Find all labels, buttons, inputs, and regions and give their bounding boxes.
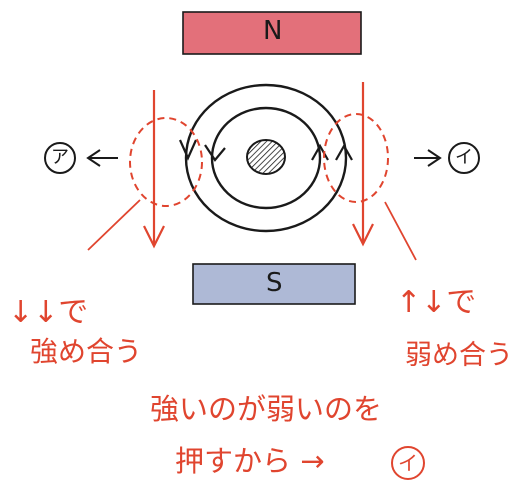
north-magnet xyxy=(182,11,362,55)
wire-cross-section xyxy=(178,83,353,233)
south-pole-label: S xyxy=(266,268,283,298)
left-force-arrow-head xyxy=(86,149,101,167)
south-magnet-body xyxy=(192,263,356,305)
annotation-leaders xyxy=(87,199,417,261)
force-arrows xyxy=(86,149,442,167)
choice-a-label: ア xyxy=(51,147,69,168)
answer-label: イ xyxy=(398,451,418,475)
inner-field-ring xyxy=(210,106,322,210)
current-wire xyxy=(246,139,286,175)
conclusion-line-1: 強いのが弱いのを xyxy=(150,392,383,426)
right-highlight-region xyxy=(323,113,389,203)
left-inner-arrow-mark xyxy=(204,144,226,162)
right-field-direction-note: ↑↓で xyxy=(396,285,477,320)
left-highlight-region xyxy=(129,117,203,207)
magnet-field-lines xyxy=(143,82,374,249)
right-weaken-note: 弱め合う xyxy=(405,340,513,371)
choice-i-label: イ xyxy=(455,147,473,168)
left-field-arrowhead xyxy=(143,225,165,249)
choice-i-circle xyxy=(448,142,480,174)
left-ring-arrow-mark xyxy=(178,139,198,161)
left-leader-line xyxy=(87,199,141,251)
choice-a-circle xyxy=(44,142,76,174)
right-inner-arrow-mark xyxy=(311,143,329,161)
south-magnet xyxy=(192,263,356,305)
left-field-direction-note: ↓↓で xyxy=(8,295,89,330)
left-strengthen-note: 強め合う xyxy=(30,335,143,368)
north-pole-label: N xyxy=(263,16,283,46)
right-force-arrow-head xyxy=(427,149,442,167)
conclusion-line-2: 押すから → xyxy=(175,444,325,478)
right-field-arrowhead xyxy=(352,223,374,247)
right-leader-line xyxy=(384,201,417,261)
outer-field-ring xyxy=(184,83,348,233)
interaction-highlights xyxy=(129,113,389,207)
right-ring-arrow-mark xyxy=(335,143,353,161)
answer-circle xyxy=(391,446,425,480)
north-magnet-body xyxy=(182,11,362,55)
